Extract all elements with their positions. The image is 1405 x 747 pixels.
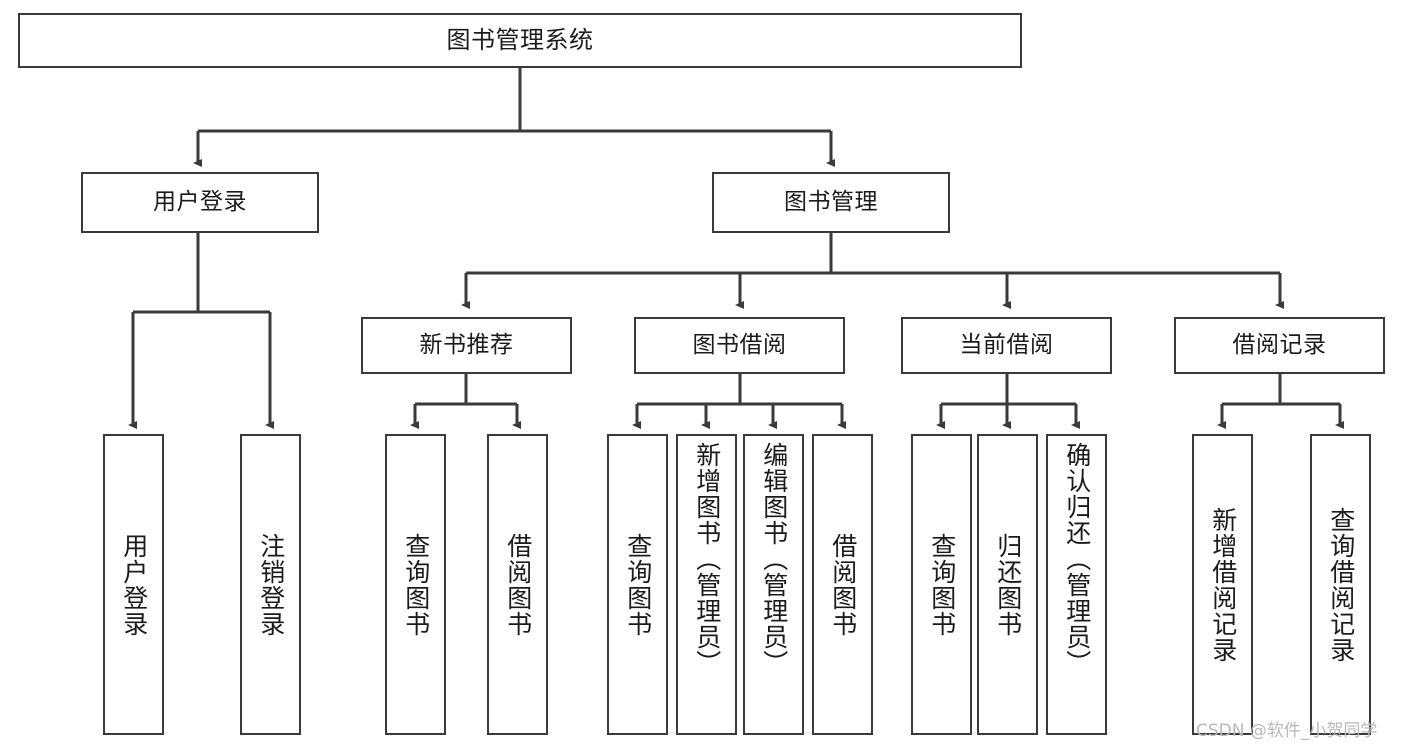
- node-label: 新增图书（管理员）: [692, 442, 722, 676]
- node-label: 归还图书: [993, 532, 1023, 637]
- node-label: 用户登录: [153, 188, 247, 215]
- node-label: 查询图书: [623, 532, 653, 637]
- node-new-book-recommendation[interactable]: 新书推荐: [361, 317, 572, 374]
- node-label: 借阅图书: [828, 532, 858, 637]
- node-borrow-records[interactable]: 借阅记录: [1174, 317, 1385, 374]
- node-label: 当前借阅: [959, 331, 1054, 358]
- leaf-borrow-query-book[interactable]: 查询图书: [607, 434, 668, 735]
- node-label: 注销登录: [256, 532, 286, 637]
- leaf-logout[interactable]: 注销登录: [240, 434, 301, 735]
- leaf-current-query-book[interactable]: 查询图书: [911, 434, 972, 735]
- node-label: 借阅记录: [1232, 331, 1327, 358]
- leaf-borrow-borrow-book[interactable]: 借阅图书: [812, 434, 873, 735]
- node-label: 查询图书: [401, 532, 431, 637]
- watermark-text: CSDN @软件_小贺同学: [1196, 721, 1378, 741]
- node-label: 图书借阅: [692, 331, 787, 358]
- leaf-borrow-add-book-admin[interactable]: 新增图书（管理员）: [676, 434, 737, 735]
- node-label: 新增借阅记录: [1208, 506, 1238, 663]
- leaf-user-login[interactable]: 用户登录: [103, 434, 164, 735]
- leaf-current-return-book[interactable]: 归还图书: [977, 434, 1038, 735]
- node-label: 借阅图书: [503, 532, 533, 637]
- node-current-borrow[interactable]: 当前借阅: [901, 317, 1112, 374]
- node-book-borrow[interactable]: 图书借阅: [634, 317, 845, 374]
- node-label: 图书管理系统: [446, 26, 594, 55]
- node-root-system[interactable]: 图书管理系统: [18, 13, 1022, 68]
- leaf-borrow-edit-book-admin[interactable]: 编辑图书（管理员）: [743, 434, 804, 735]
- node-label: 查询图书: [927, 532, 957, 637]
- node-label: 新书推荐: [419, 331, 514, 358]
- node-book-management[interactable]: 图书管理: [712, 172, 950, 233]
- leaf-new-books-query-book[interactable]: 查询图书: [385, 434, 446, 735]
- leaf-current-confirm-return-admin[interactable]: 确认归还（管理员）: [1046, 434, 1107, 735]
- leaf-new-books-borrow-book[interactable]: 借阅图书: [487, 434, 548, 735]
- node-label: 用户登录: [119, 532, 149, 637]
- leaf-records-add-record[interactable]: 新增借阅记录: [1192, 434, 1253, 735]
- leaf-records-query-record[interactable]: 查询借阅记录: [1310, 434, 1371, 735]
- node-label: 查询借阅记录: [1326, 506, 1356, 663]
- node-label: 确认归还（管理员）: [1062, 442, 1092, 676]
- node-user-login[interactable]: 用户登录: [81, 172, 319, 233]
- node-label: 编辑图书（管理员）: [759, 442, 789, 676]
- node-label: 图书管理: [784, 188, 878, 215]
